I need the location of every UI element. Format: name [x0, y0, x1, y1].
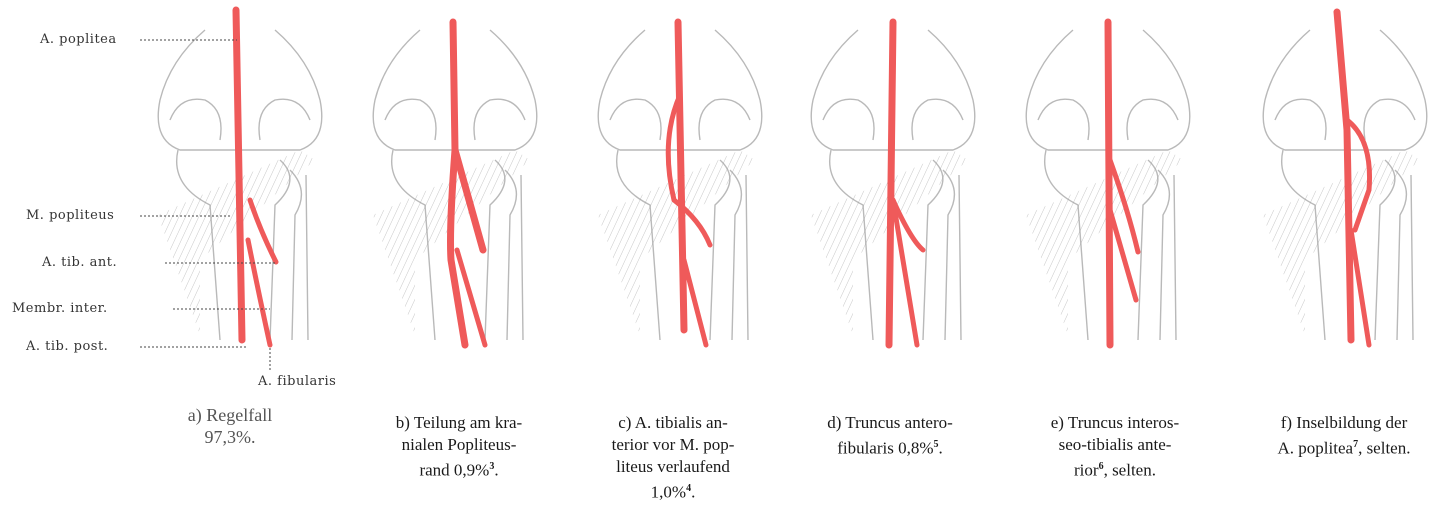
condyle-right	[259, 99, 310, 140]
condyle-right	[699, 99, 750, 140]
condyle-right	[1364, 99, 1415, 140]
knee-figure-e	[1026, 22, 1190, 345]
artery-a-1	[250, 200, 276, 262]
artery-c-2	[684, 260, 706, 345]
condyle-left	[170, 99, 221, 140]
fibula-outline	[1158, 170, 1176, 340]
condyle-right	[912, 99, 963, 140]
fibula-outline	[505, 170, 523, 340]
artery-d-0	[889, 22, 893, 345]
popliteus-muscle	[598, 150, 755, 335]
condyle-right	[474, 99, 525, 140]
caption-e: e) Truncus interos-seo-tibialis ante- ri…	[1030, 412, 1200, 482]
label-a-fibularis: A. fibularis	[258, 374, 336, 389]
fibula-outline	[943, 170, 961, 340]
caption-f: f) Inselbildung der A. poplitea7, selten…	[1252, 412, 1436, 460]
knee-figure-b	[373, 22, 537, 345]
condyle-right	[1127, 99, 1178, 140]
label-a-tib-post: A. tib. post.	[26, 339, 108, 354]
knee-figure-f	[1263, 12, 1427, 345]
knee-figure-a	[158, 10, 322, 345]
fibula-outline	[1395, 170, 1413, 340]
label-membr-inter: Membr. inter.	[12, 301, 108, 316]
caption-d: d) Truncus antero- fibularis 0,8%5.	[800, 412, 980, 460]
artery-a-0	[236, 10, 242, 340]
fibula-outline	[730, 170, 748, 340]
artery-e-0	[1108, 22, 1110, 345]
knee-figure-d	[811, 22, 975, 345]
condyle-left	[1038, 99, 1089, 140]
condyle-left	[385, 99, 436, 140]
condyle-left	[823, 99, 874, 140]
condyle-left	[1275, 99, 1326, 140]
knee-figure-c	[598, 22, 762, 345]
caption-c: c) A. tibialis an-terior vor M. pop-lite…	[583, 412, 763, 504]
popliteus-muscle	[1263, 150, 1420, 335]
label-a-tib-ant: A. tib. ant.	[42, 255, 117, 270]
label-m-popliteus: M. popliteus	[26, 208, 114, 223]
fibula-outline	[290, 170, 308, 340]
artery-f-0	[1337, 12, 1351, 340]
label-a-poplitea: A. poplitea	[40, 32, 117, 47]
condyle-left	[610, 99, 661, 140]
caption-b: b) Teilung am kra-nialen Popliteus- rand…	[369, 412, 549, 482]
artery-a-2	[248, 240, 270, 345]
popliteus-muscle	[1026, 150, 1183, 335]
artery-c-0	[678, 22, 684, 330]
